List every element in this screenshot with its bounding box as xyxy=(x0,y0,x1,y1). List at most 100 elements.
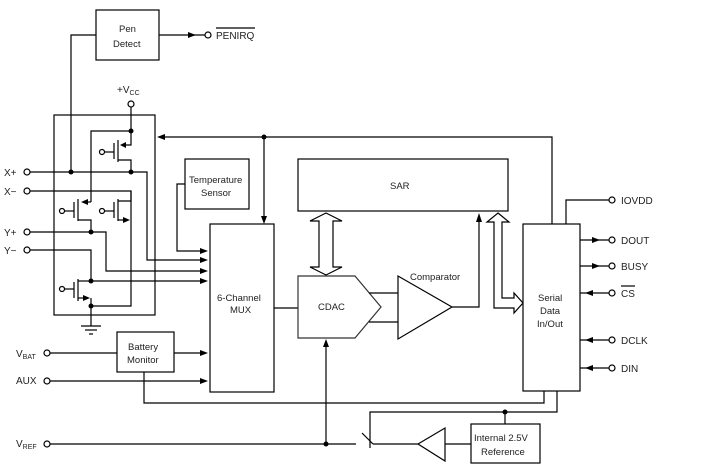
wire-fet1-drain xyxy=(118,159,132,172)
busy-label: BUSY xyxy=(621,262,649,273)
pin-xm xyxy=(23,187,31,195)
sar-block: SAR xyxy=(297,158,509,212)
pin-yp xyxy=(23,228,31,236)
comparator-block xyxy=(397,274,454,341)
serial-io-block: Serial Data In/Out xyxy=(522,223,581,392)
fet1-gate-pin xyxy=(98,148,106,156)
sar-label: SAR xyxy=(390,181,410,192)
arrow-vref-cdac xyxy=(323,339,329,347)
ground-icon xyxy=(81,325,101,335)
wire-ym xyxy=(30,249,92,281)
cdac-block: CDAC xyxy=(297,275,382,339)
pen-detect-label-2: Detect xyxy=(113,39,141,50)
arrow-control-switch xyxy=(157,134,165,140)
pin-vcc xyxy=(127,100,135,108)
reference-label-2: Reference xyxy=(481,447,525,458)
aux-label: AUX xyxy=(16,376,37,387)
arrow-aux-mux xyxy=(200,378,208,384)
wire-fet3-drain xyxy=(118,191,132,202)
pin-penirq xyxy=(204,31,212,39)
arrow-din xyxy=(585,365,593,371)
switch-matrix-box xyxy=(53,114,156,316)
wire-pen-detect xyxy=(70,34,96,172)
arrow-xp-mux xyxy=(200,257,208,263)
wire-xm xyxy=(30,190,132,307)
pin-ym xyxy=(23,246,31,254)
din-label: DIN xyxy=(621,364,638,375)
ym-label: Y− xyxy=(4,246,17,257)
node-gnd xyxy=(88,303,94,309)
wire-iovdd xyxy=(565,199,609,224)
reference-label-1: Internal 2.5V xyxy=(474,433,529,444)
pin-cs xyxy=(608,289,616,297)
wire-fet2-drain xyxy=(78,219,92,232)
pin-din xyxy=(608,364,616,372)
pin-busy xyxy=(608,262,616,270)
serial-label-3: In/Out xyxy=(537,319,563,330)
wire-vcc-fet2 xyxy=(90,130,131,202)
arrow-yp-mux xyxy=(200,268,208,274)
xm-label: X− xyxy=(4,187,17,198)
penirq-label: PENIRQ xyxy=(216,31,255,42)
battery-label-2: Monitor xyxy=(127,355,159,366)
wire-yp xyxy=(30,231,200,272)
dout-label: DOUT xyxy=(621,236,649,247)
xp-label: X+ xyxy=(4,168,17,179)
wire-temp-mux xyxy=(176,183,200,252)
pin-iovdd xyxy=(608,196,616,204)
cdac-label: CDAC xyxy=(318,302,345,313)
fet4-arrow xyxy=(83,295,90,301)
bus-sar-serial xyxy=(485,212,524,315)
fet2-arrow xyxy=(81,199,88,205)
cs-label: CS xyxy=(621,289,635,300)
bus-sar-cdac xyxy=(309,212,343,276)
arrow-dout xyxy=(592,237,600,243)
serial-label-2: Data xyxy=(540,306,561,317)
yp-label: Y+ xyxy=(4,228,17,239)
wire-xp xyxy=(30,171,200,261)
fet2-gate-pin xyxy=(58,207,66,215)
arrow-battery-mux xyxy=(200,350,208,356)
dclk-label: DCLK xyxy=(621,336,648,347)
vbat-label: VBAT xyxy=(16,349,36,361)
internal-reference-block: Internal 2.5V Reference xyxy=(470,423,541,464)
temp-label-2: Sensor xyxy=(201,188,231,199)
serial-label-1: Serial xyxy=(538,293,562,304)
arrow-penirq xyxy=(188,32,196,38)
pin-aux xyxy=(43,377,51,385)
wire-control-bus xyxy=(162,136,553,224)
pen-detect-block: Pen Detect xyxy=(95,9,160,61)
fet3-gate-pin xyxy=(98,207,106,215)
battery-monitor-block: Battery Monitor xyxy=(116,331,175,373)
wire-comp-sar xyxy=(452,222,480,308)
pin-xp xyxy=(23,168,31,176)
arrow-dclk xyxy=(585,337,593,343)
temperature-sensor-block: Temperature Sensor xyxy=(184,158,250,210)
pin-dout xyxy=(608,236,616,244)
fet4-gate-pin xyxy=(58,285,66,293)
mux-block: 6-Channel MUX xyxy=(209,223,275,393)
battery-label-1: Battery xyxy=(128,342,158,353)
pen-detect-label-1: Pen xyxy=(119,24,136,35)
mux-label-1: 6-Channel xyxy=(217,293,261,304)
pin-vref xyxy=(43,440,51,448)
vref-label: VREF xyxy=(16,439,37,451)
arrow-comp-sar xyxy=(476,213,482,222)
node-xp-fet xyxy=(128,169,134,175)
arrow-busy xyxy=(592,263,600,269)
wire-switch-control xyxy=(369,391,558,432)
reference-buffer xyxy=(416,426,446,463)
fet1-arrow xyxy=(120,142,126,148)
wire-battery-control xyxy=(143,372,545,404)
iovdd-label: IOVDD xyxy=(621,196,653,207)
arrow-ym-mux xyxy=(200,278,208,284)
arrow-cs xyxy=(585,290,593,296)
arrow-temp-mux xyxy=(200,248,208,254)
fet3-arrow xyxy=(123,217,130,223)
node-xp-pen xyxy=(68,169,74,175)
mux-label-2: MUX xyxy=(230,305,252,316)
pin-dclk xyxy=(608,336,616,344)
vcc-label: +VCC xyxy=(117,85,140,97)
pin-vbat xyxy=(43,349,51,357)
